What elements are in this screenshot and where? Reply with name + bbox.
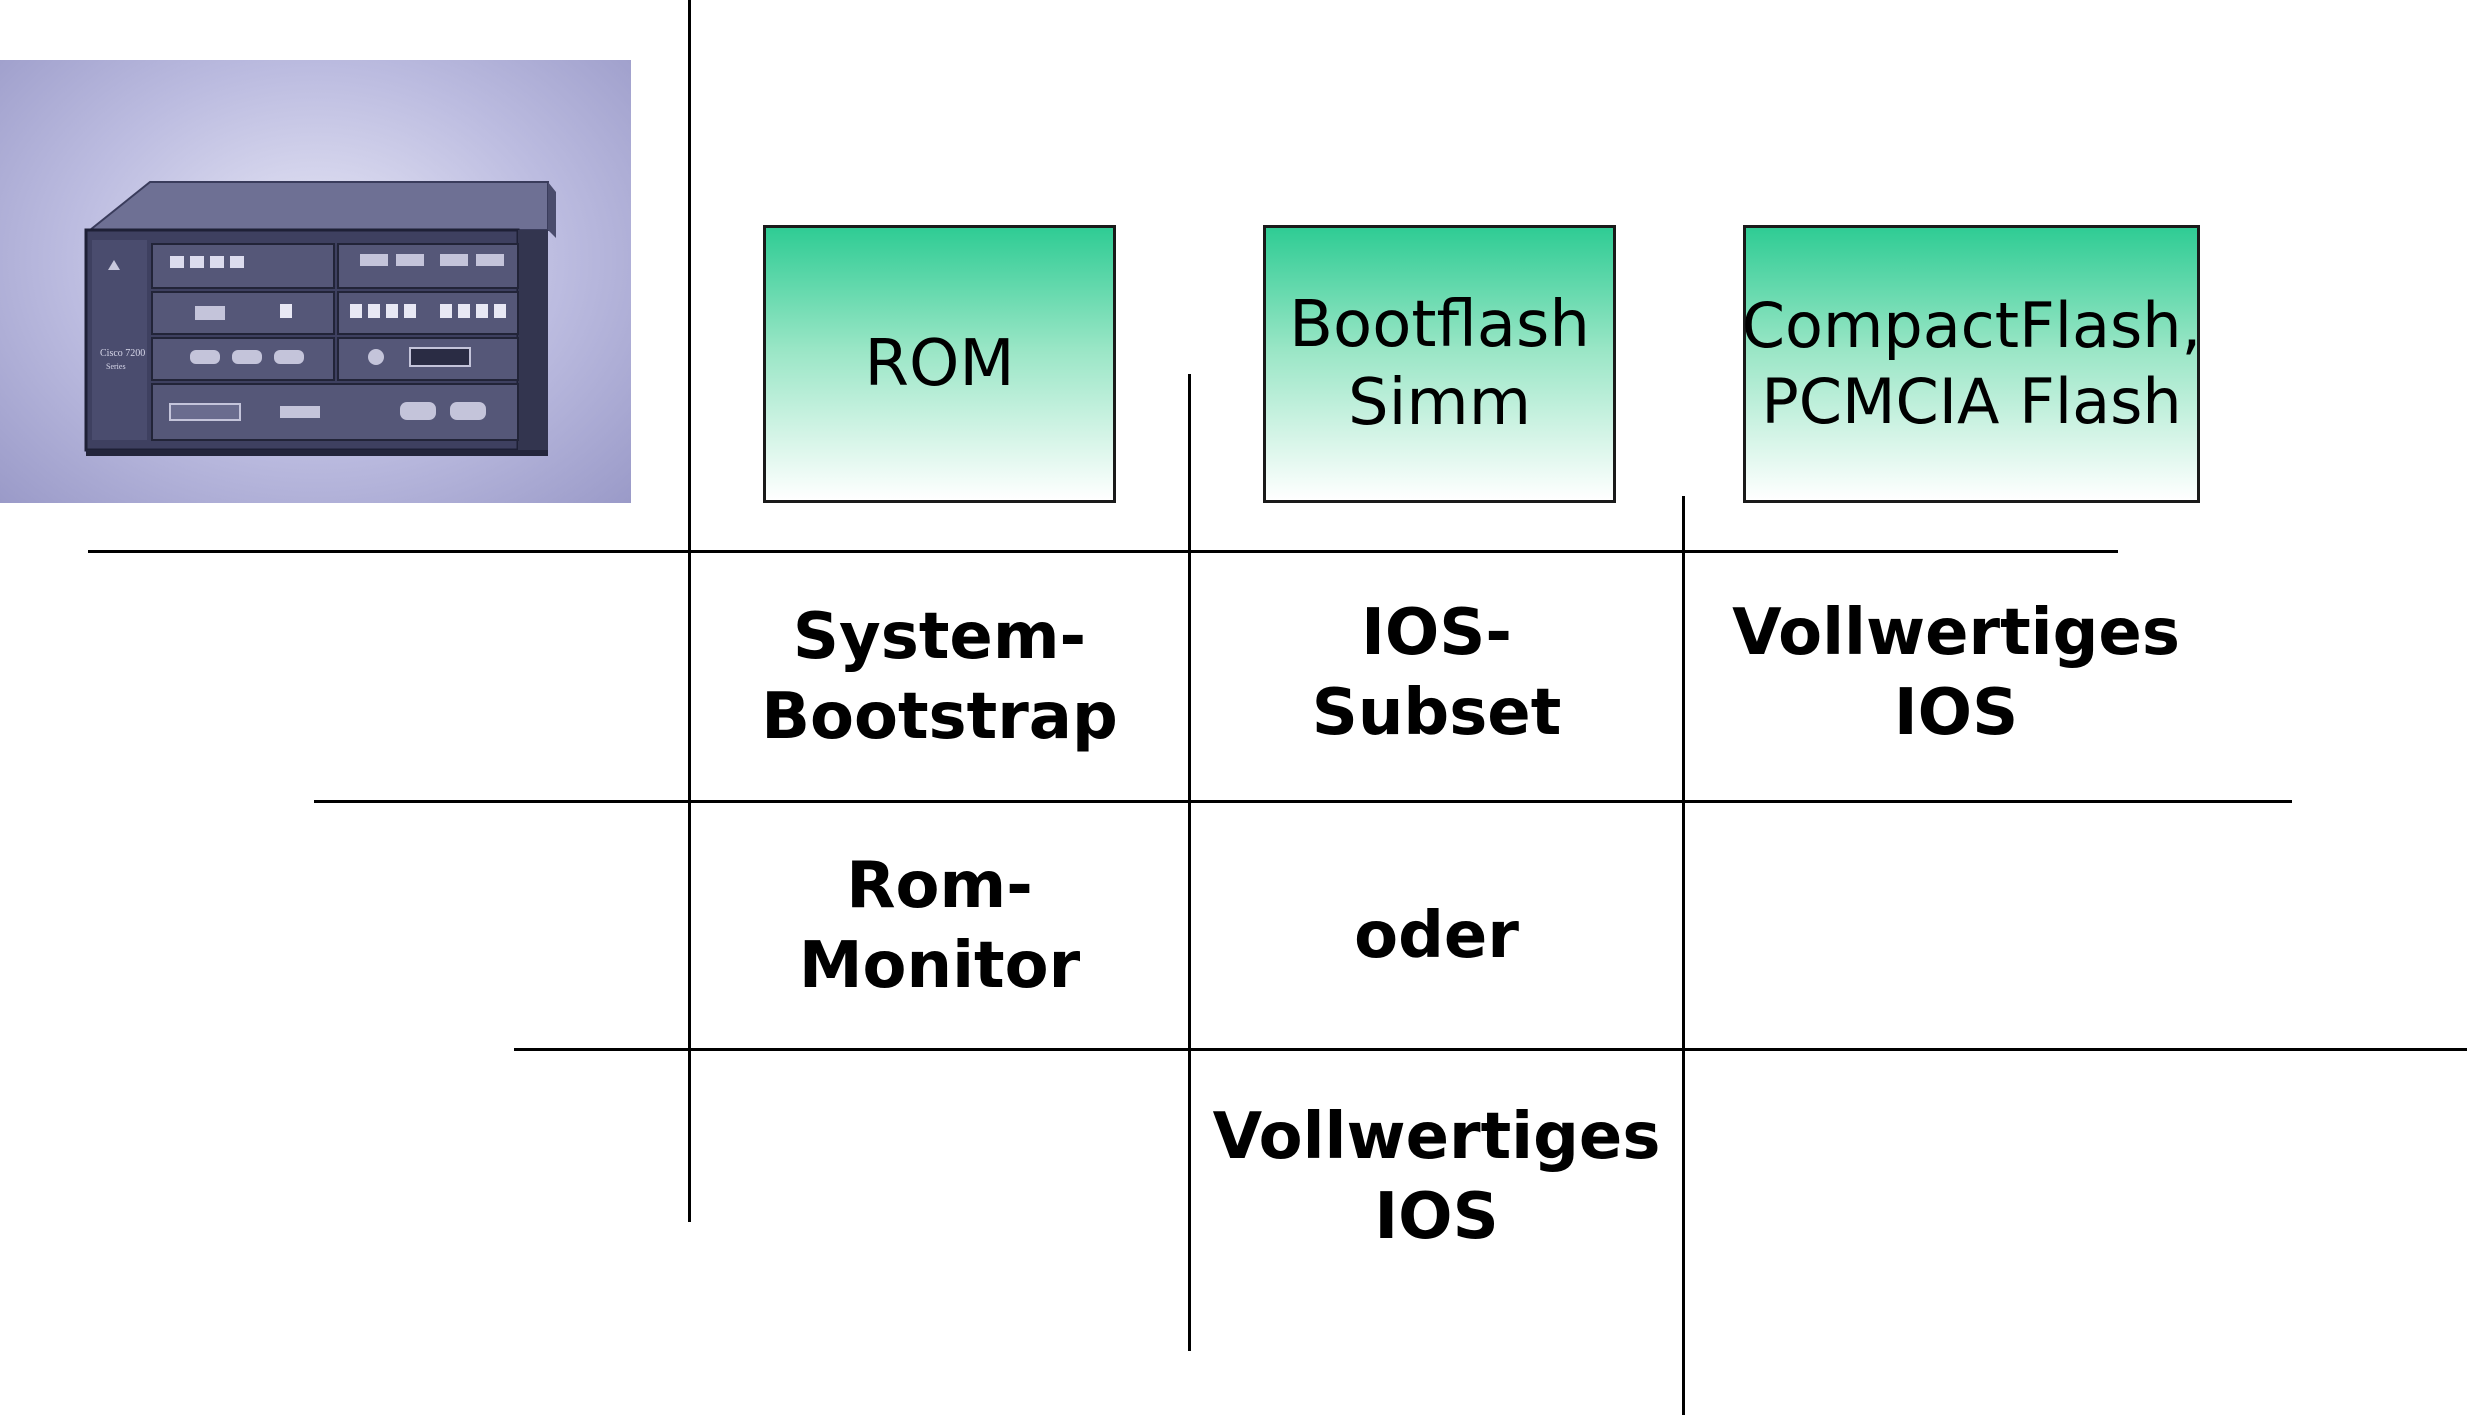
vertical-line-1 (688, 0, 691, 1222)
router-illustration: Cisco 7200 Series (84, 181, 556, 456)
cell-compactflash-row1-line2: IOS (1893, 676, 2019, 750)
horizontal-line-3 (514, 1048, 2467, 1051)
vertical-line-3 (1682, 496, 1685, 1415)
cell-rom-row2-line2: Monitor (798, 929, 1081, 1003)
cell-bootflash-row2: oder (1191, 804, 1682, 1068)
router-photo: Cisco 7200 Series (0, 60, 631, 503)
cell-rom-row1-line1: System- (792, 600, 1087, 674)
vertical-line-2 (1188, 374, 1191, 1351)
cell-compactflash-row1: Vollwertiges IOS (1685, 554, 2227, 792)
horizontal-line-2 (314, 800, 2292, 803)
cell-rom-row1-line2: Bootstrap (761, 680, 1118, 754)
cell-bootflash-row1-line2: Subset (1311, 676, 1562, 750)
router-model-label: Cisco 7200 (100, 348, 145, 359)
memory-box-rom-label: ROM (864, 326, 1015, 401)
memory-box-bootflash-line2: Simm (1347, 366, 1532, 440)
cell-bootflash-row3: Vollwertiges IOS (1191, 1052, 1682, 1302)
cell-bootflash-row2-line1: oder (1354, 899, 1519, 973)
router-series-label: Series (106, 362, 126, 371)
cell-bootflash-row1: IOS- Subset (1191, 554, 1682, 792)
memory-box-bootflash-line1: Bootflash (1289, 287, 1590, 362)
cell-compactflash-row1-line1: Vollwertiges (1732, 596, 2180, 670)
cell-rom-row2: Rom- Monitor (691, 804, 1188, 1048)
cell-rom-row2-line1: Rom- (846, 849, 1033, 923)
cell-bootflash-row1-line1: IOS- (1361, 596, 1512, 670)
memory-box-bootflash: Bootflash Simm (1263, 225, 1616, 503)
memory-box-compactflash-line2: PCMCIA Flash (1761, 365, 2182, 438)
memory-box-compactflash: CompactFlash, PCMCIA Flash (1741, 225, 2202, 503)
cell-bootflash-row3-line2: IOS (1374, 1180, 1499, 1254)
memory-box-rom: ROM (763, 225, 1116, 503)
cell-bootflash-row3-line1: Vollwertiges (1212, 1100, 1661, 1174)
cell-rom-row1: System- Bootstrap (691, 554, 1188, 800)
memory-box-compactflash-line1: CompactFlash, (1741, 289, 2202, 363)
horizontal-line-1 (88, 550, 2118, 553)
